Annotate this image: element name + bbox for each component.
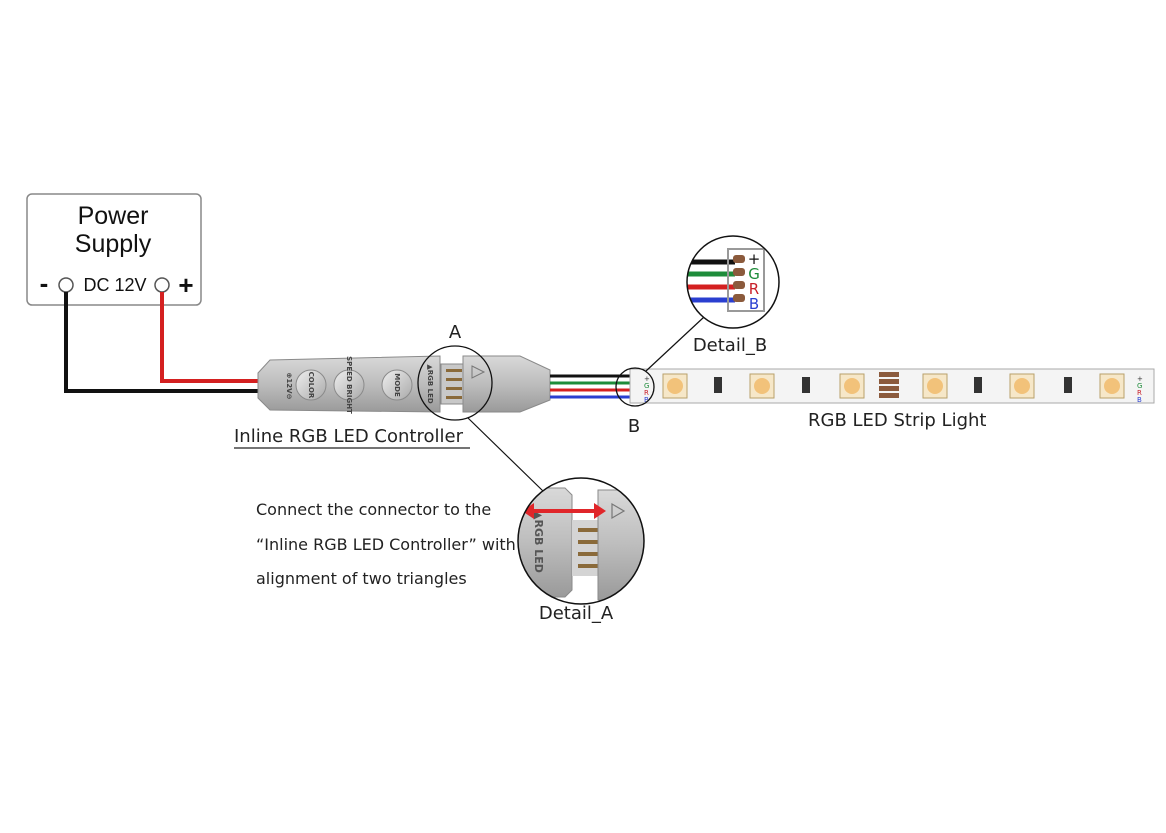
connector-mark: ▲RGB LED	[426, 364, 434, 404]
detail-a-mark: ▲RGB LED	[532, 511, 545, 573]
mode-button[interactable]	[381, 369, 413, 401]
detail-b-pin-g: G	[748, 265, 760, 283]
callout-a-leader	[467, 417, 544, 492]
cut-pad	[879, 372, 889, 377]
cut-pad	[889, 386, 899, 391]
callout-b-label: B	[628, 416, 640, 437]
plus-terminal	[154, 277, 170, 293]
detail-b-label: Detail_B	[693, 335, 767, 356]
power-supply-title-2: Supply	[75, 230, 152, 258]
cut-pad	[879, 386, 889, 391]
resistor	[974, 377, 982, 393]
mode-button-label: MODE	[393, 373, 401, 397]
strip-pin-plus: +	[644, 375, 650, 383]
callout-a-circle	[417, 345, 493, 421]
speed-bright-button-label: SPEED BRIGHT	[345, 356, 353, 414]
led-strip: + G R B + G R B	[629, 368, 1155, 404]
power-supply-title: Power	[78, 202, 149, 230]
callout-b-circle	[615, 367, 655, 407]
strip-pin-r: R	[644, 389, 649, 397]
instruction-line-2: “Inline RGB LED Controller” with	[256, 535, 516, 554]
strip-end-pin-g: G	[1137, 382, 1142, 390]
led-chip-lens	[1014, 378, 1030, 394]
detail-b-pin-r: R	[749, 280, 759, 298]
minus-terminal-label: -	[40, 268, 49, 298]
strip-end-pin-b: B	[1137, 396, 1142, 404]
instruction-line-1: Connect the connector to the	[256, 500, 491, 519]
connector-triangle-icon	[471, 365, 486, 379]
cut-pad	[879, 393, 889, 398]
led-chip-lens	[667, 378, 683, 394]
inline-rgb-controller: ⊕12V⊖ COLOR SPEED BRIGHT MODE ▲RGB LED	[257, 355, 464, 414]
power-wires	[64, 292, 258, 393]
cut-pad	[889, 379, 899, 384]
led-chip-lens	[1104, 378, 1120, 394]
cut-pad	[889, 393, 899, 398]
resistor	[1064, 377, 1072, 393]
strip-end-pin-plus: +	[1137, 375, 1143, 383]
speed-bright-button[interactable]	[333, 369, 365, 401]
instruction-line-3: alignment of two triangles	[256, 569, 467, 588]
resistor	[802, 377, 810, 393]
led-chip-lens	[754, 378, 770, 394]
strip-connector	[462, 355, 551, 413]
color-button-label: COLOR	[307, 372, 315, 399]
plus-terminal-label: +	[178, 270, 193, 300]
ribbon-cable	[550, 374, 635, 399]
detail-b: + G R B	[686, 235, 780, 329]
cut-pad	[889, 372, 899, 377]
color-button[interactable]	[295, 369, 327, 401]
detail-b-pin-b: B	[749, 295, 759, 313]
minus-terminal	[58, 277, 74, 293]
strip-pin-b: B	[644, 396, 649, 404]
voltage-label: DC 12V	[83, 275, 146, 295]
controller-label: Inline RGB LED Controller	[234, 426, 464, 447]
strip-label: RGB LED Strip Light	[808, 410, 986, 431]
strip-end-pin-r: R	[1137, 389, 1142, 397]
power-supply: Power Supply - DC 12V +	[26, 193, 202, 306]
detail-a-label: Detail_A	[539, 603, 614, 624]
power-mark: ⊕12V⊖	[285, 373, 293, 400]
detail-b-pin-plus: +	[748, 250, 761, 268]
led-chip-lens	[844, 378, 860, 394]
led-chip-lens	[927, 378, 943, 394]
detail-a-triangle-icon	[611, 502, 626, 520]
resistor	[714, 377, 722, 393]
strip-pin-g: G	[644, 382, 649, 390]
cut-pad	[879, 379, 889, 384]
callout-b-leader	[645, 316, 705, 372]
callout-a-label: A	[449, 322, 462, 343]
detail-a: ▲RGB LED	[517, 477, 645, 605]
